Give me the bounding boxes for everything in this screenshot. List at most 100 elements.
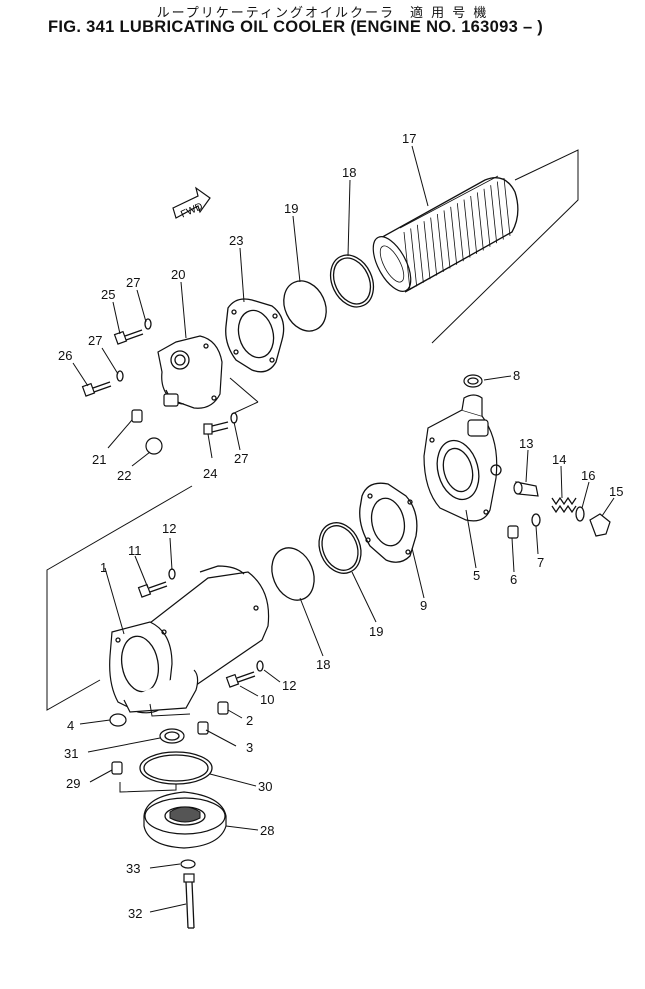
filter-pleat: [430, 217, 438, 276]
bolt-part-11: [137, 581, 168, 598]
o-ring-part-19-upper: [283, 280, 327, 332]
washer-part-27-b: [116, 370, 124, 382]
filter-pleat: [463, 199, 471, 258]
callout-32: 32: [128, 906, 142, 921]
plug-part-29: [111, 761, 123, 775]
plug-part-3: [197, 721, 209, 735]
callout-25: 25: [101, 287, 115, 302]
washer-part-12-b: [256, 660, 264, 672]
o-ring-part-8-inner: [467, 377, 479, 385]
washer-part-12-a: [168, 568, 176, 580]
bolt-part-32: [183, 873, 195, 929]
bolt-part-24: [203, 421, 229, 435]
callout-14: 14: [552, 452, 566, 467]
callout-24: 24: [203, 466, 217, 481]
callout-19-lower: 19: [369, 624, 383, 639]
callout-21: 21: [92, 452, 106, 467]
bolt-part-26: [81, 381, 112, 397]
filter-element-part-17: [372, 175, 519, 293]
callout-23: 23: [229, 233, 243, 248]
callout-27-c: 27: [234, 451, 248, 466]
o-ring-part-18-lower: [271, 547, 315, 601]
figure-title: FIG. 341 LUBRICATING OIL COOLER (ENGINE …: [48, 18, 544, 36]
valve-part-13: [513, 481, 539, 497]
gasket-part-9: [359, 482, 418, 563]
callout-5: 5: [473, 568, 480, 583]
callout-33: 33: [126, 861, 140, 876]
spring-part-14: [551, 496, 577, 514]
filter-pleat: [496, 181, 504, 240]
fwd-arrow-icon: FWD: [172, 186, 211, 220]
filter-pleat: [456, 203, 464, 262]
callout-7: 7: [537, 555, 544, 570]
o-ring-part-19-lower: [318, 522, 362, 574]
filter-pleat: [476, 192, 484, 251]
bolt-part-25: [113, 329, 144, 345]
filter-pleat: [470, 195, 478, 255]
gasket-part-16: [575, 506, 585, 522]
callout-13: 13: [519, 436, 533, 451]
cover-part-20: [157, 335, 223, 409]
callout-3: 3: [246, 740, 253, 755]
callout-11: 11: [128, 543, 142, 558]
plug-part-2: [217, 701, 229, 715]
callout-26: 26: [58, 348, 72, 363]
plug-part-21: [131, 409, 143, 423]
cooler-body-part-1: [109, 565, 270, 714]
callout-12-b: 12: [282, 678, 296, 693]
washer-part-27-c: [230, 412, 238, 424]
filter-pleat: [450, 206, 458, 265]
callout-4: 4: [67, 718, 74, 733]
callout-18-lower: 18: [316, 657, 330, 672]
callout-12-a: 12: [162, 521, 176, 536]
callout-27-a: 27: [126, 275, 140, 290]
callout-1: 1: [100, 560, 107, 575]
plug-part-15: [589, 513, 611, 537]
callout-31: 31: [64, 746, 78, 761]
filter-pleat: [483, 188, 491, 247]
callout-10: 10: [260, 692, 274, 707]
washer-part-33: [180, 859, 196, 869]
plug-part-6: [507, 525, 519, 539]
callout-27-b: 27: [88, 333, 102, 348]
filter-pleat: [423, 221, 431, 280]
plug-part-8: [463, 374, 483, 388]
housing-part-5: [423, 394, 502, 522]
filter-pleat: [410, 228, 418, 287]
filter-pleat: [443, 210, 451, 269]
callout-16: 16: [581, 468, 595, 483]
callout-8: 8: [513, 368, 520, 383]
o-ring-part-18-upper: [329, 254, 375, 308]
callout-17: 17: [402, 131, 416, 146]
gasket-part-7: [531, 513, 541, 527]
callout-19-upper: 19: [284, 201, 298, 216]
cap-part-22: [145, 437, 163, 455]
callout-labels: 17 18 19 23 20 27 25 27 26 21 22 24 27 8…: [58, 131, 623, 921]
cap-part-4: [109, 713, 127, 727]
filter-pleat: [503, 177, 511, 237]
callout-28: 28: [260, 823, 274, 838]
japanese-title: ループリケーティングオイルクーラ 適 用 号 機: [156, 6, 489, 21]
callout-30: 30: [258, 779, 272, 794]
callout-20: 20: [171, 267, 185, 282]
o-ring-part-31: [159, 728, 185, 744]
base-part-28: [143, 791, 227, 849]
washer-part-27-a: [144, 318, 152, 330]
callout-2: 2: [246, 713, 253, 728]
callout-29: 29: [66, 776, 80, 791]
o-ring-part-30: [139, 751, 213, 785]
filter-pleat: [416, 224, 424, 283]
callout-15: 15: [609, 484, 623, 499]
callout-18-upper: 18: [342, 165, 356, 180]
filter-pleat: [436, 213, 444, 273]
filter-pleat: [403, 231, 411, 291]
assembly-guide-lines: [46, 149, 579, 711]
callout-9: 9: [420, 598, 427, 613]
callout-22: 22: [117, 468, 131, 483]
leader-lines: [72, 145, 615, 913]
filter-pleat: [490, 185, 498, 244]
bolt-part-10: [225, 671, 256, 688]
callout-6: 6: [510, 572, 517, 587]
gasket-part-23: [225, 298, 285, 373]
